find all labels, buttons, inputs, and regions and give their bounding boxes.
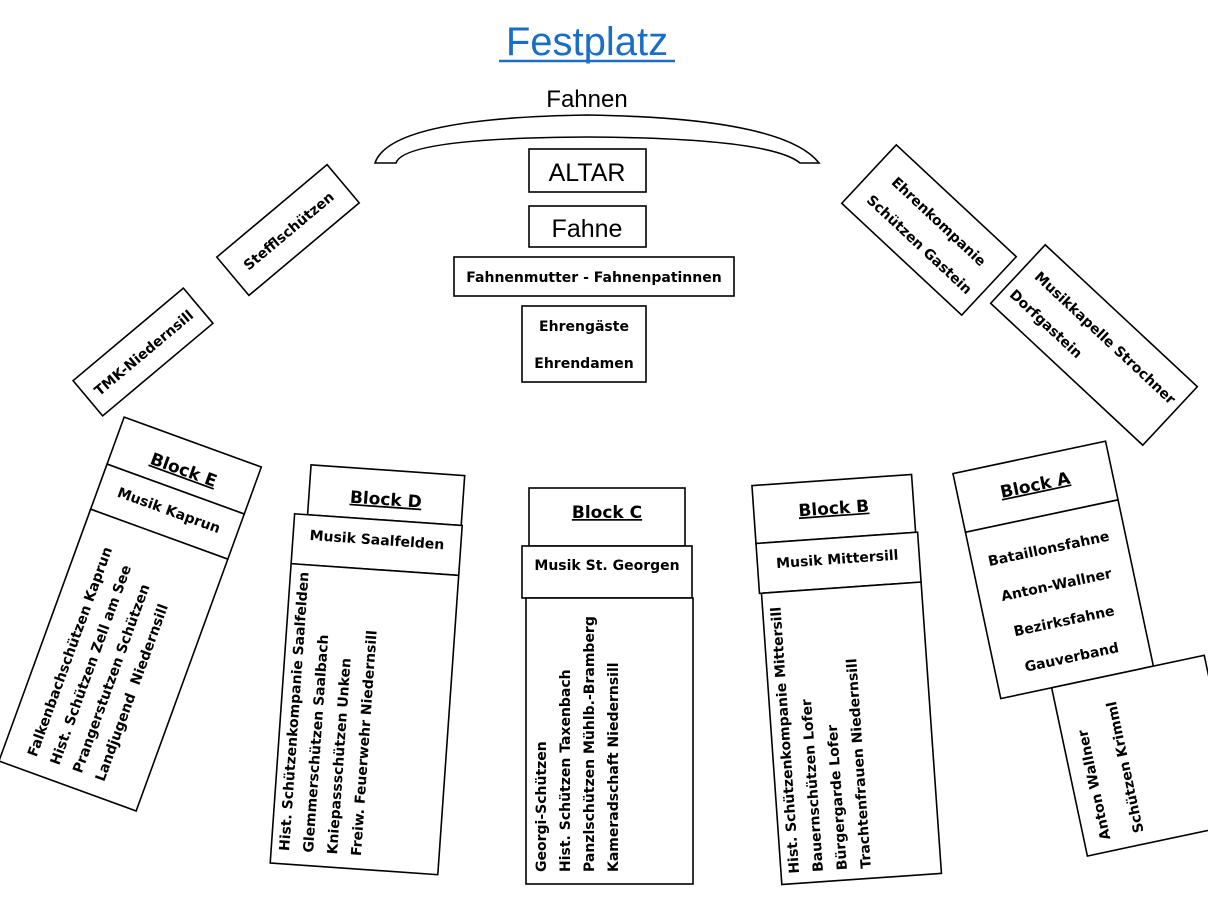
fahne-label: Fahne: [552, 215, 623, 243]
ehrendamen-label: Ehrendamen: [534, 356, 633, 372]
block-b-label: Block B: [798, 497, 870, 522]
fahnenmutter-box: Fahnenmutter - Fahnenpatinnen: [453, 256, 735, 297]
altar-label: ALTAR: [549, 159, 626, 187]
fahne-box: Fahne: [528, 205, 647, 248]
block-c-group: Panzlschützen Mühlb.-Bramberg: [582, 616, 598, 872]
fahnen-label: Fahnen: [546, 86, 627, 113]
block-a: Block A Bataillonsfahne Anton-Wallner Be…: [952, 440, 1208, 857]
block-b: Block B Musik Mittersill Hist. Schützenk…: [751, 473, 943, 886]
fahnen-arc: [373, 114, 821, 164]
block-c-music: Musik St. Georgen: [534, 558, 679, 574]
page-title: Festplatz: [506, 20, 668, 64]
fahnenmutter-label: Fahnenmutter - Fahnenpatinnen: [466, 270, 721, 286]
altar-box: ALTAR: [528, 148, 647, 193]
ehrenkompanie-box: Ehrenkompanie Schützen Gastein: [840, 143, 1018, 317]
block-c-group: Georgi-Schützen: [534, 741, 550, 872]
block-c: Block C Musik St. Georgen Georgi-Schütze…: [521, 487, 694, 885]
ehrengaeste-label: Ehrengäste: [539, 319, 629, 335]
block-c-group: Hist. Schützen Taxenbach: [558, 669, 574, 872]
block-c-label: Block C: [572, 503, 642, 523]
ehrengaeste-box: Ehrengäste Ehrendamen: [521, 305, 647, 383]
stefflschuetzen-box: Stefflschützen: [215, 163, 361, 297]
musikkapelle-box: Musikkapelle Strochner Dorfgastein: [989, 243, 1199, 447]
block-c-group: Kameradschaft Niedernsill: [606, 662, 622, 872]
tmk-niedernsill-box: TMK-Niedernsill: [71, 286, 215, 418]
block-d: Block D Musik Saalfelden Hist. Schützenk…: [269, 463, 466, 876]
block-e: Block E Musik Kaprun Falkenbachschützen …: [0, 416, 263, 812]
